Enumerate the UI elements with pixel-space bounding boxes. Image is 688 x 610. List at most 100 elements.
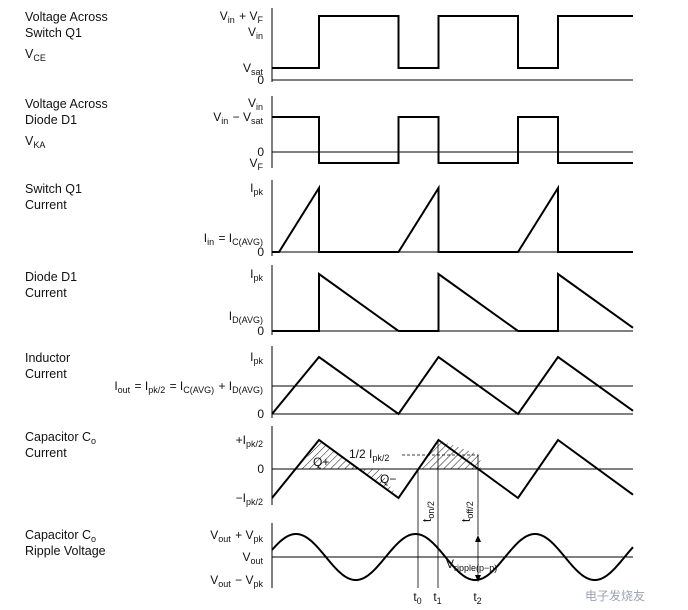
label-subscript: D(AVG) (232, 385, 263, 395)
row-title-line: Capacitor Co (25, 528, 96, 544)
axes-layer (271, 8, 633, 588)
label-subscript: C(AVG) (183, 385, 214, 395)
label-reset (459, 500, 473, 501)
title-text: Inductor (25, 351, 70, 365)
label-subscript: out (250, 556, 263, 566)
level-label: +Ipk/2 (236, 433, 264, 449)
title-text: Current (25, 198, 67, 212)
label-reset (263, 181, 264, 195)
label-reset (389, 447, 390, 461)
level-label: 0 (257, 324, 264, 338)
row-symbol: VKA (25, 134, 45, 150)
title-text: Current (25, 286, 67, 300)
level-label: 0 (257, 245, 264, 259)
q-plus-label: Q+ (313, 455, 329, 469)
label-subscript: pk (253, 356, 263, 366)
row-title-line: Capacitor Co (25, 430, 96, 446)
row-title-line: Switch Q1 (25, 182, 82, 196)
label-base: 0 (257, 407, 264, 421)
label-base: I (114, 379, 117, 393)
title-subscript: o (91, 534, 96, 544)
label-subscript: in (228, 15, 235, 25)
label-reset (263, 267, 264, 281)
label-subscript: 0 (417, 596, 422, 606)
label-base: = I (166, 379, 183, 393)
label-reset (420, 500, 434, 501)
capacitor-current-waveform (271, 438, 634, 500)
label-reset (422, 590, 423, 604)
row-title-line: Diode D1 (25, 113, 77, 127)
label-base: V (210, 573, 218, 587)
vka-waveform (272, 116, 633, 164)
title-text: Voltage Across (25, 10, 108, 24)
label-subscript: D(AVG) (232, 315, 263, 325)
level-label: Ipk (250, 350, 264, 366)
label-base: t (433, 590, 437, 604)
label-reset (263, 491, 264, 505)
label-base: t (413, 590, 417, 604)
hatch-q-plus (299, 440, 359, 469)
ripple-voltage-waveform (271, 532, 634, 582)
label-reset (263, 379, 264, 393)
toff-half-label: toff/2 (459, 500, 475, 522)
label-subscript: out (218, 534, 231, 544)
label-subscript: sat (251, 116, 264, 126)
level-label: Vin − Vsat (213, 110, 264, 126)
label-subscript: out (218, 579, 231, 589)
t1-label: t1 (433, 590, 442, 606)
title-text: Capacitor C (25, 528, 91, 542)
label-subscript: sat (251, 67, 264, 77)
label-subscript: pk (253, 273, 263, 283)
label-subscript: in (256, 31, 263, 41)
ripple-pp-label: Vripple(p−p) (446, 557, 498, 573)
label-reset (263, 350, 264, 364)
level-label: Ipk (250, 181, 264, 197)
label-subscript: C(AVG) (232, 237, 263, 247)
title-text: Ripple Voltage (25, 544, 106, 558)
label-base: V (249, 156, 257, 170)
label-reset (263, 309, 264, 323)
label-subscript: pk (253, 187, 263, 197)
label-base: I (204, 231, 207, 245)
level-label: Iin = IC(AVG) (204, 231, 264, 247)
label-base: + I (215, 379, 232, 393)
row-title-line: Switch Q1 (25, 26, 82, 40)
label-reset (263, 433, 264, 447)
label-subscript: out (118, 385, 131, 395)
waveform-traces (271, 15, 634, 582)
title-text: Diode D1 (25, 270, 77, 284)
title-text: Switch Q1 (25, 26, 82, 40)
level-label: 0 (257, 407, 264, 421)
row-title-line: Ripple Voltage (25, 544, 106, 558)
label-subscript: F (257, 15, 263, 25)
label-base: V (242, 550, 250, 564)
label-base: I (250, 350, 253, 364)
level-label: Vin + VF (220, 9, 264, 25)
label-base: 0 (257, 462, 264, 476)
label-base: V (248, 96, 256, 110)
label-subscript: in (221, 116, 228, 126)
level-label: Vin (248, 25, 264, 41)
inductor-current-waveform (271, 355, 634, 416)
label-subscript: off/2 (465, 501, 475, 518)
label-reset (263, 231, 264, 245)
title-text: Current (25, 446, 67, 460)
symbol-subscript: CE (33, 53, 46, 63)
level-label: Vout − Vpk (210, 573, 264, 589)
symbol-base: V (25, 134, 34, 148)
title-text: Diode D1 (25, 113, 77, 127)
label-subscript: F (257, 162, 263, 172)
label-reset (263, 9, 264, 23)
level-label: Vsat (243, 61, 264, 77)
label-base: +I (236, 433, 246, 447)
diode-current-waveform (272, 272, 634, 332)
label-subscript: on/2 (426, 501, 436, 519)
label-subscript: ripple(p−p) (454, 563, 497, 573)
label-base: + V (236, 9, 258, 23)
label-base: + V (232, 528, 254, 542)
label-base: −I (236, 491, 246, 505)
label-subscript: pk (253, 579, 263, 589)
level-label: 0 (257, 145, 264, 159)
level-label: VF (249, 156, 264, 172)
level-label: ID(AVG) (229, 309, 264, 325)
